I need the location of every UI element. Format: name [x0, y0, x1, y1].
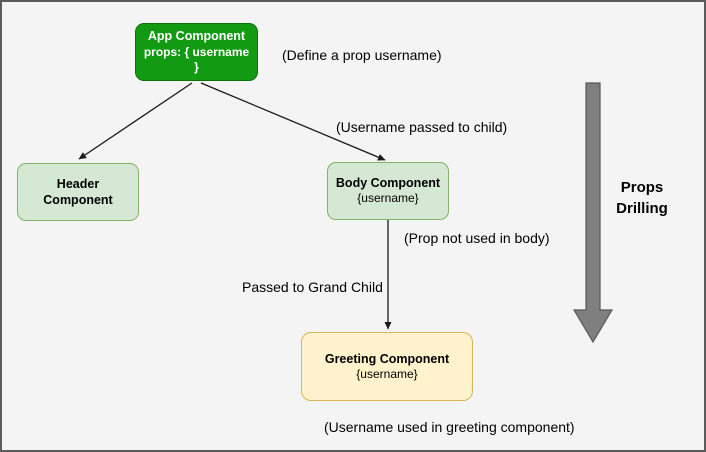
node-header-title: Header Component [43, 176, 113, 207]
props-drilling-label-line1: Props [620, 179, 664, 196]
node-body-props: {username} [357, 191, 419, 206]
annotation-passed-to-grand-child: Passed to Grand Child [242, 279, 383, 295]
annotation-define-prop: (Define a prop username) [282, 47, 442, 63]
node-app-props: props: { username } [143, 44, 250, 75]
node-app-component: App Component props: { username } [135, 23, 258, 81]
annotation-passed-to-child: (Username passed to child) [336, 119, 508, 135]
node-greeting-props: {username} [356, 366, 418, 381]
annotation-prop-not-used: (Prop not used in body) [404, 230, 550, 246]
node-header-component: Header Component [17, 163, 139, 221]
node-greeting-component: Greeting Component {username} [301, 332, 473, 401]
annotation-used-in-greeting: (Username used in greeting component) [324, 419, 575, 435]
node-greeting-title: Greeting Component [324, 351, 450, 366]
node-app-title: App Component [147, 29, 246, 44]
props-drilling-label-line2: Drilling [616, 200, 668, 217]
node-body-title: Body Component [335, 176, 441, 191]
arrow-app-to-header [78, 82, 193, 160]
node-body-component: Body Component {username} [327, 162, 449, 220]
props-drilling-label: Props Drilling [600, 177, 684, 219]
